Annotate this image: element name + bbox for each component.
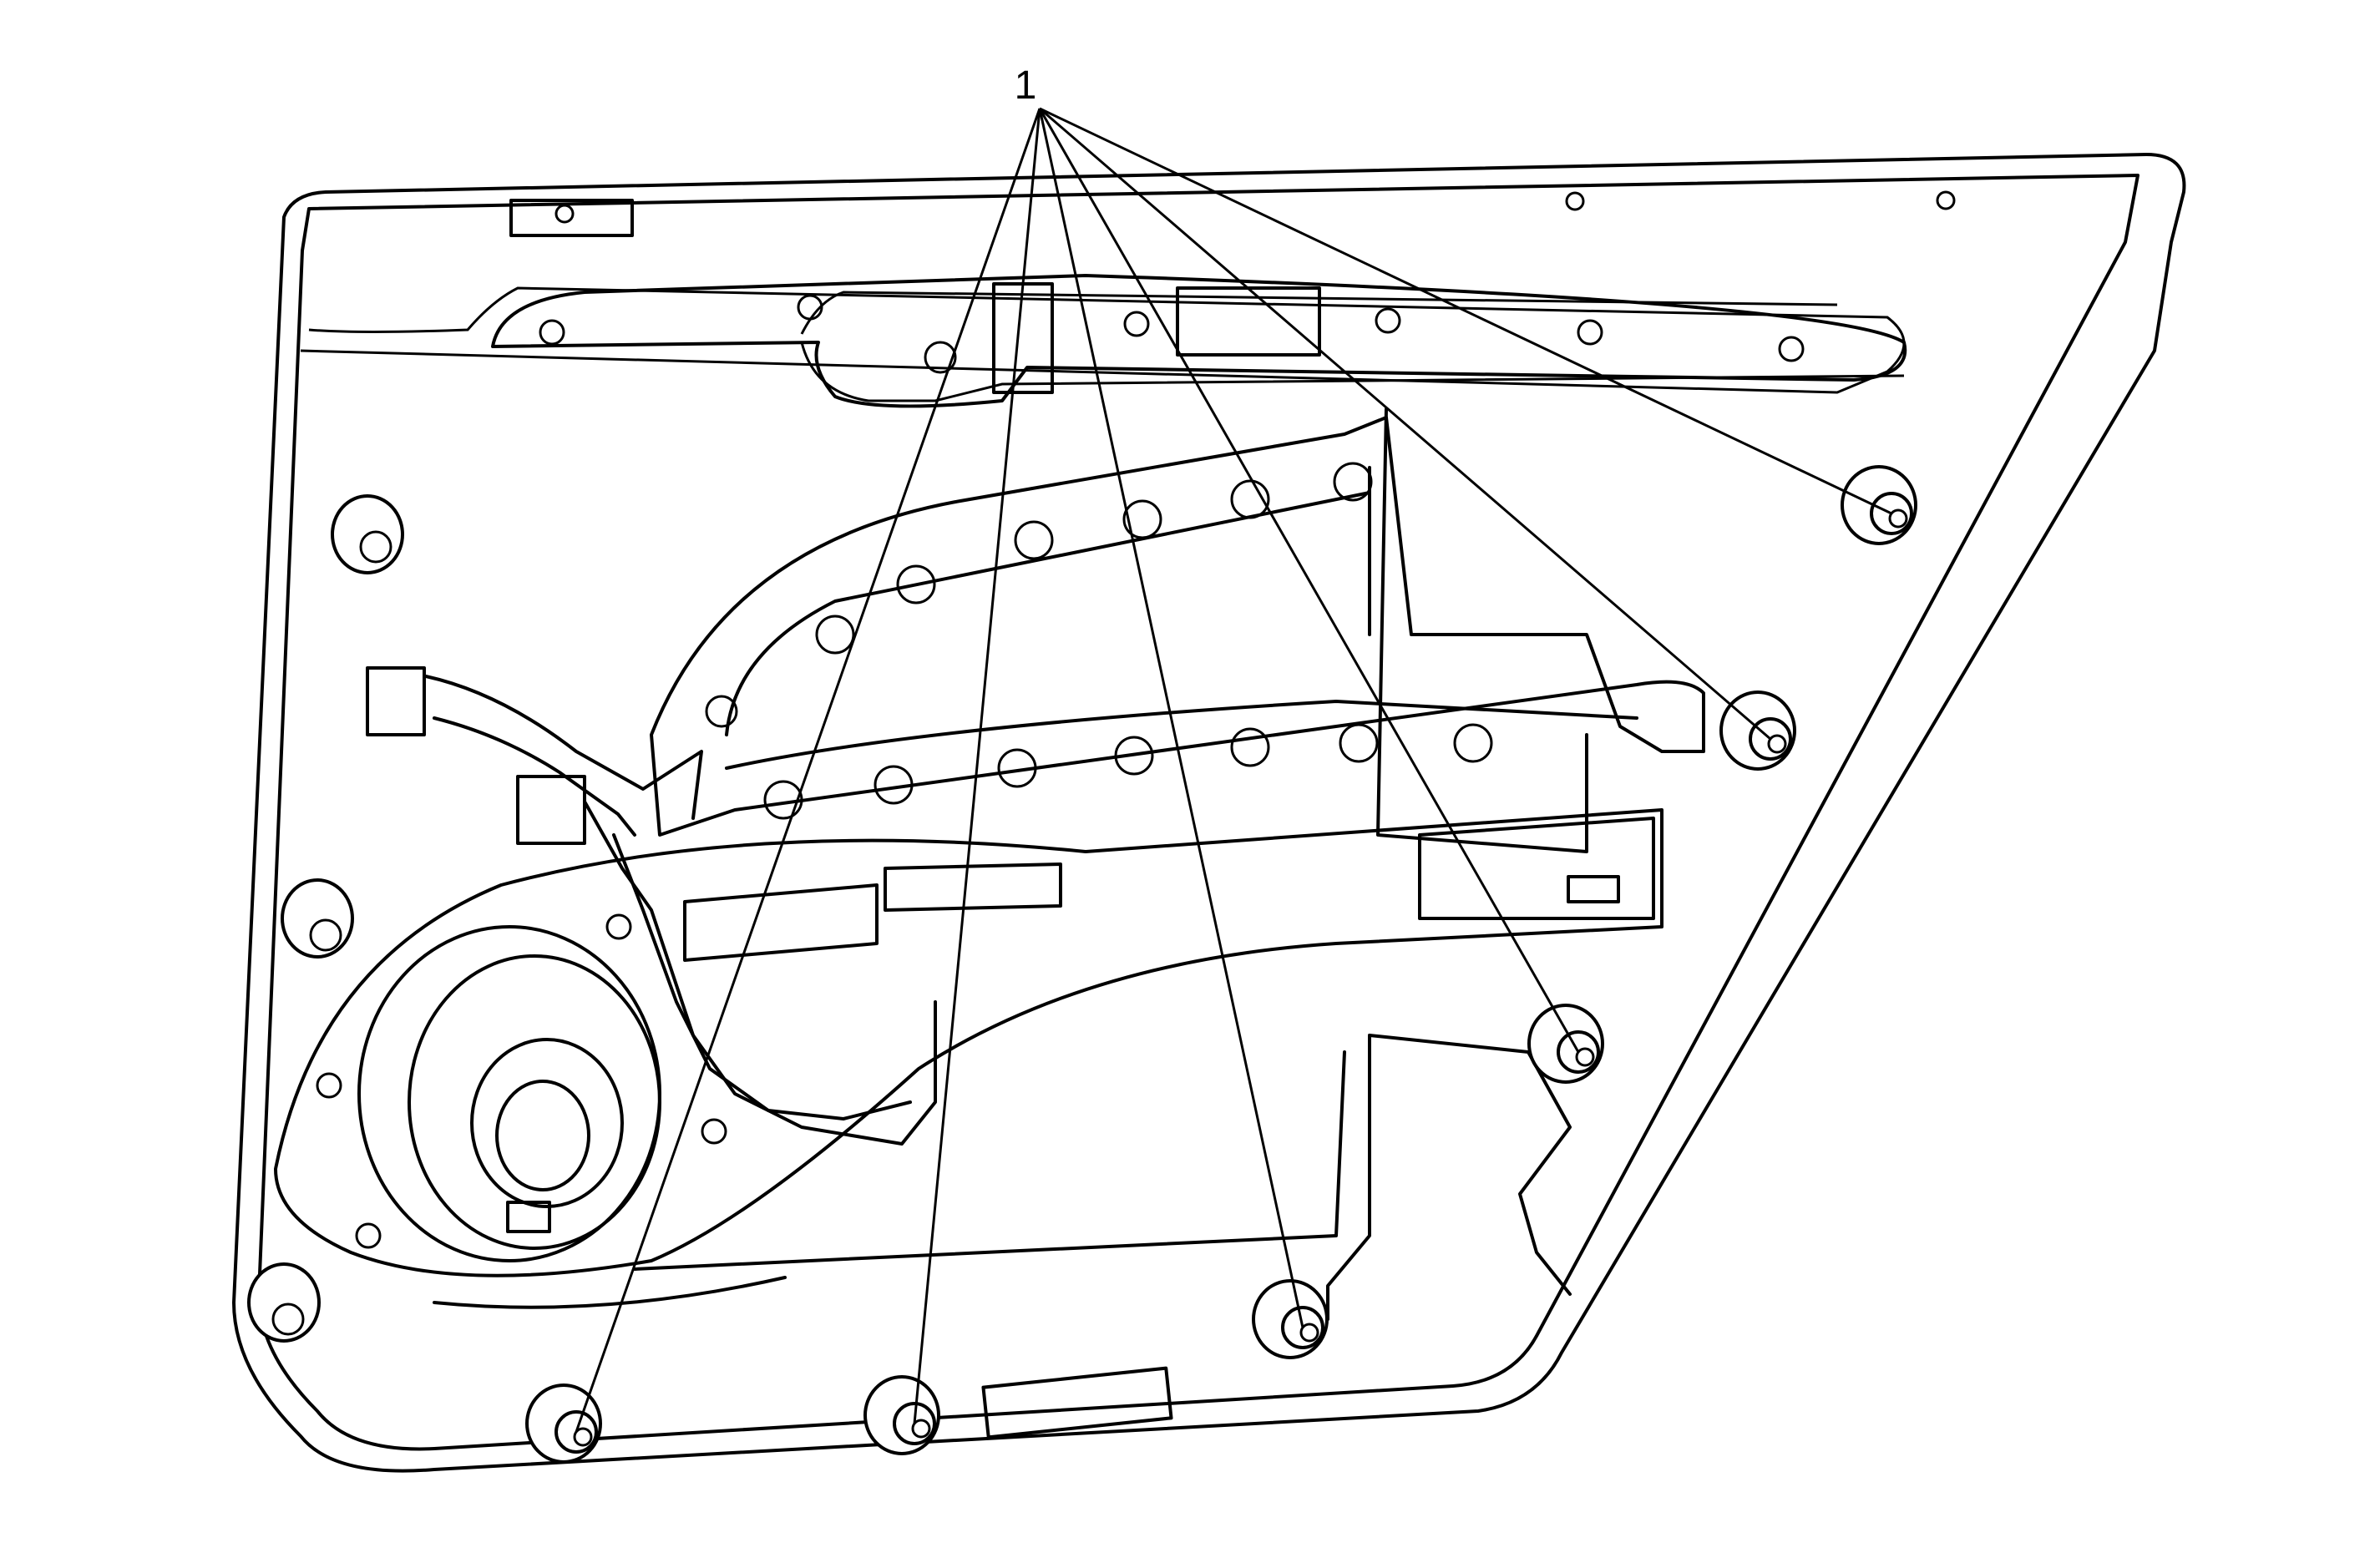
leader-line-4 bbox=[1038, 108, 1304, 1328]
callout-fasteners bbox=[525, 465, 1917, 1464]
leader-line-1 bbox=[1039, 107, 1892, 515]
wire-harness bbox=[366, 666, 1062, 1146]
fastener-upper-right bbox=[1841, 465, 1917, 545]
leader-line-5 bbox=[913, 108, 1041, 1424]
fastener-right-lower bbox=[1527, 1004, 1604, 1084]
inner-module-plate bbox=[650, 407, 1705, 853]
fastener-bottom-center bbox=[863, 1375, 940, 1455]
fastener-right-middle bbox=[1719, 690, 1796, 771]
side-retainers bbox=[247, 494, 404, 1343]
callout-label-1: 1 bbox=[1015, 63, 1037, 108]
leader-line-3 bbox=[1038, 108, 1580, 1053]
fastener-bottom-right bbox=[1252, 1279, 1329, 1359]
leader-line-6 bbox=[575, 108, 1041, 1433]
rail-holes bbox=[316, 294, 1805, 1249]
lower-bracket bbox=[981, 817, 1655, 1439]
fastener-bottom-left bbox=[525, 1383, 602, 1464]
upper-rail bbox=[491, 190, 1956, 408]
panel-outline bbox=[232, 153, 2186, 1473]
callout-leader-lines bbox=[575, 107, 1892, 1433]
speaker-assembly bbox=[274, 808, 1663, 1309]
leader-line-2 bbox=[1039, 107, 1771, 741]
